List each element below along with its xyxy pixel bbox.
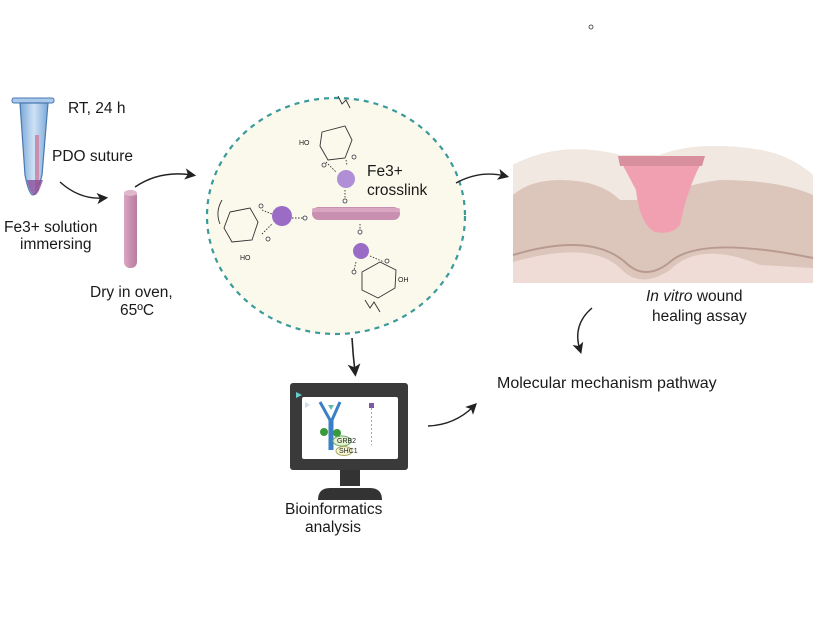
dry-label-2: 65ºC [120,302,154,319]
suture-icon [124,190,137,268]
dry-label-1: Dry in oven, [90,284,173,301]
bioinformatics-label-1: Bioinformatics [285,501,383,518]
computer-monitor-icon: GRB2 SHC1 [290,383,408,500]
screen-label-shc1: SHC1 [339,448,358,455]
iron-ion-bottom [353,243,369,259]
immersing-label-2: immersing [20,236,91,253]
crosslink-zoom-circle: HO HO OH [205,95,467,336]
crosslink-label-2: crosslink [367,182,428,199]
immersing-label-1: Fe3+ solution [4,219,98,236]
wound-skin-illustration [512,146,814,283]
pdo-suture-label: PDO suture [52,148,133,165]
chem-oh-bottom: OH [398,277,409,284]
chem-ho-top: HO [299,140,310,147]
wound-label-1: In vitro wound [646,288,743,305]
arrow-wound-to-pathway [572,307,593,355]
iron-ion-top [337,170,355,188]
microtube-icon [11,97,55,196]
arrow-tube-to-dry [59,181,109,205]
arrow-dry-to-crosslink [134,168,197,188]
crosslink-label-1: Fe3+ [367,163,403,180]
stray-dot [588,24,594,30]
pathway-label: Molecular mechanism pathway [497,375,717,392]
arrow-bioinformatics-to-pathway [427,403,477,427]
condition-label: RT, 24 h [68,100,125,117]
wound-label-2: healing assay [652,308,747,325]
chem-ho-left: HO [240,255,251,262]
screen-label-grb2: GRB2 [337,438,356,445]
bioinformatics-label-2: analysis [305,519,361,536]
arrow-crosslink-to-wound [455,168,510,184]
arrow-crosslink-to-bioinformatics [347,337,361,377]
iron-ion-left [272,206,292,226]
